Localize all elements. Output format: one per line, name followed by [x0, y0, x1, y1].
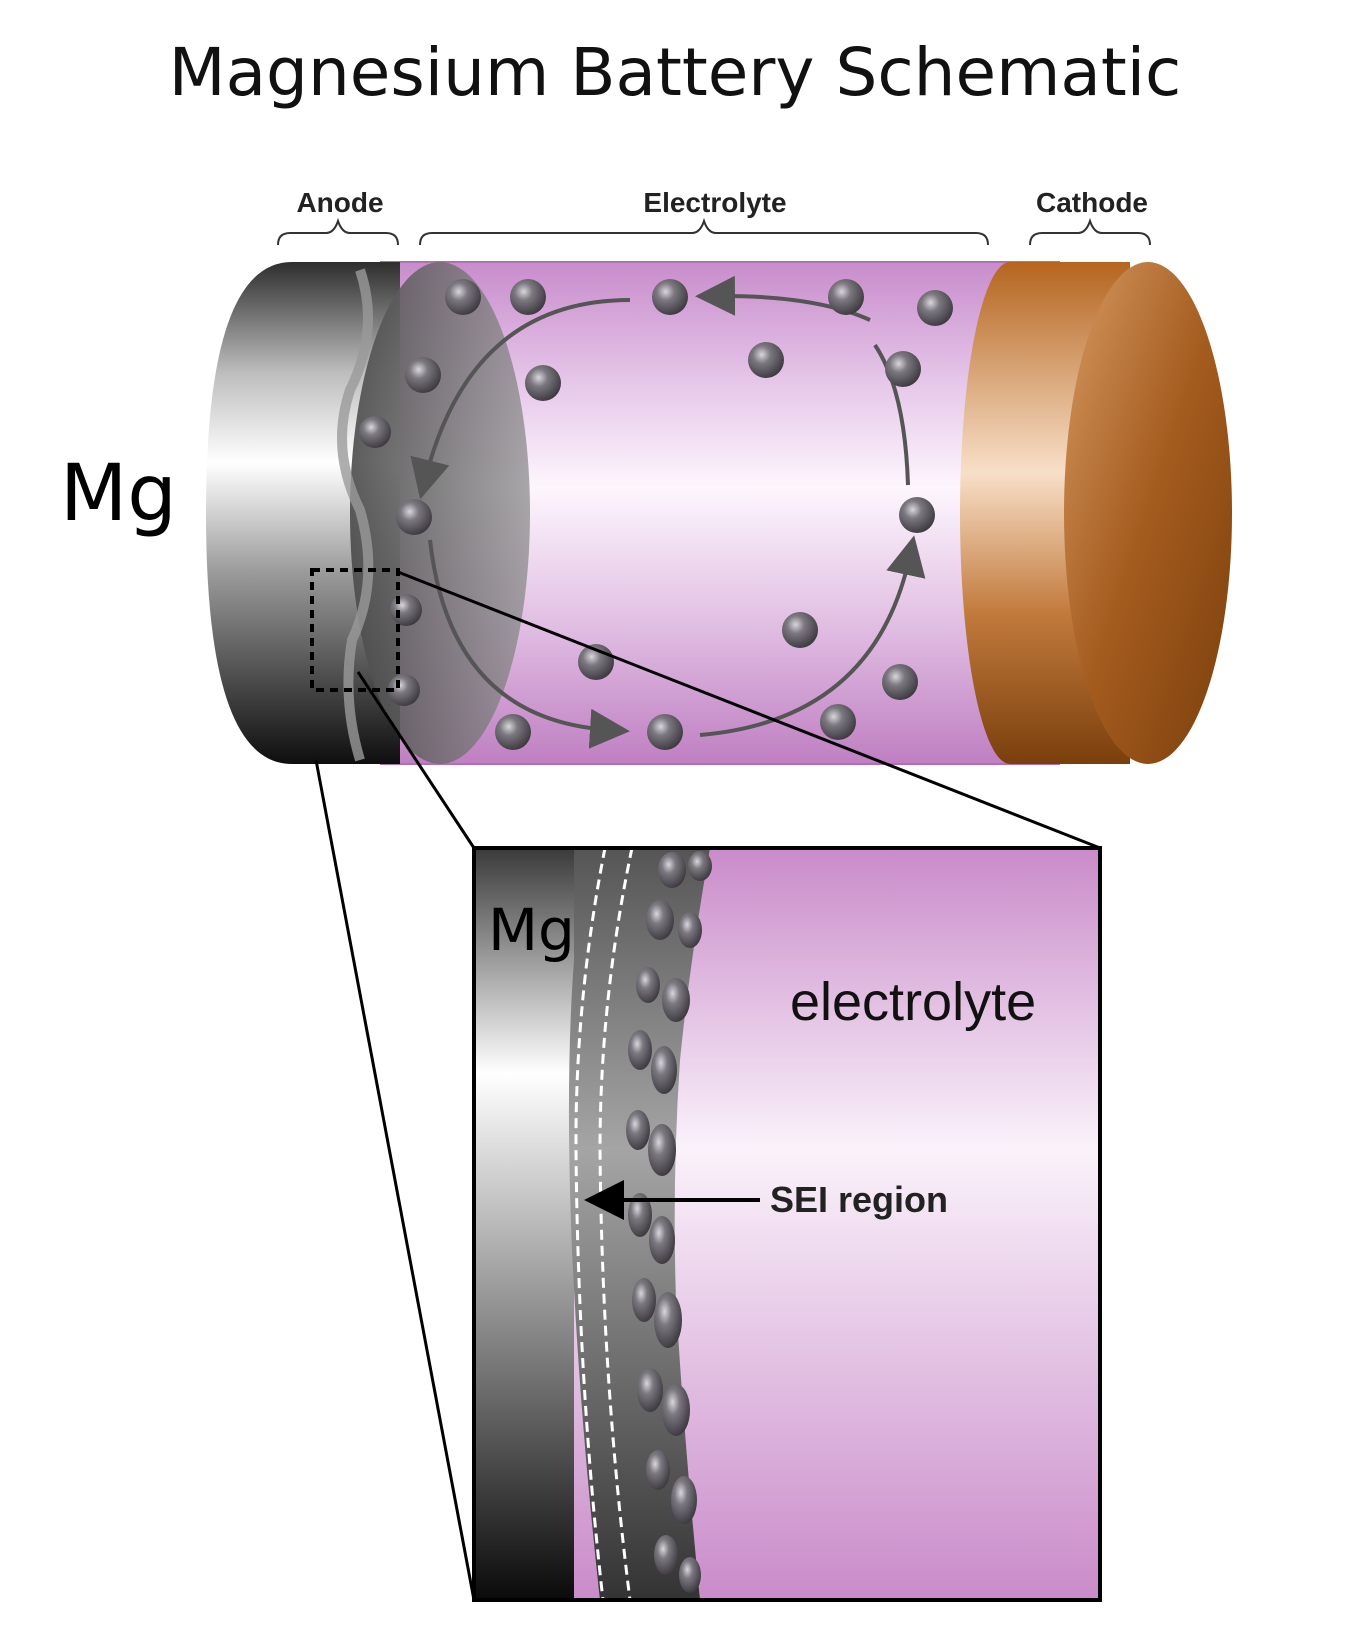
inset-sei-particles	[626, 851, 712, 1593]
inset-frame	[472, 846, 1102, 1602]
inset-mg-label: Mg	[488, 896, 575, 964]
arrow-bottom-right	[699, 535, 926, 737]
electrolyte-bracket	[419, 217, 989, 246]
battery-cylinder	[206, 261, 1232, 765]
ion	[390, 594, 422, 626]
ion	[782, 612, 818, 648]
arrow-right-up	[873, 343, 910, 486]
ion-flow-arrows	[410, 275, 926, 749]
zoom-region-marker	[310, 568, 400, 692]
arrow-bottom-left	[428, 539, 630, 749]
sei-wavy-layer	[337, 268, 374, 762]
diagram-title: Magnesium Battery Schematic	[168, 34, 1182, 111]
ion	[828, 279, 864, 315]
sei-region-label: SEI region	[770, 1179, 948, 1220]
ion	[495, 714, 531, 750]
anode-mg-label: Mg	[60, 449, 177, 539]
ion	[885, 351, 921, 387]
component-brackets: Anode Electrolyte Cathode	[277, 187, 1151, 246]
cathode-bracket	[1029, 217, 1151, 246]
ion	[396, 499, 432, 535]
ion	[820, 704, 856, 740]
ion	[445, 279, 481, 315]
ion	[917, 290, 953, 326]
ion	[882, 664, 918, 700]
ion	[525, 365, 561, 401]
ion	[405, 357, 441, 393]
cathode-face	[1064, 262, 1232, 764]
inset-electrolyte-label: electrolyte	[790, 972, 1036, 1032]
zoom-inset: Mg electrolyte SEI region	[472, 846, 1102, 1602]
ion	[359, 416, 391, 448]
electrolyte-label: Electrolyte	[643, 187, 786, 218]
anode-interface-face	[350, 262, 530, 764]
arrow-top-left	[410, 298, 631, 500]
cathode-back-edge	[960, 262, 1060, 764]
ion	[899, 497, 935, 533]
ion	[748, 342, 784, 378]
ion	[510, 279, 546, 315]
ion	[652, 279, 688, 315]
zoom-projection-lines	[314, 570, 1101, 1601]
anode-label: Anode	[296, 187, 383, 218]
arrow-top-right	[695, 275, 871, 322]
anode-bracket	[277, 217, 399, 246]
inset-mg-metal	[474, 848, 574, 1600]
ion	[647, 714, 683, 750]
cathode-label: Cathode	[1036, 187, 1148, 218]
